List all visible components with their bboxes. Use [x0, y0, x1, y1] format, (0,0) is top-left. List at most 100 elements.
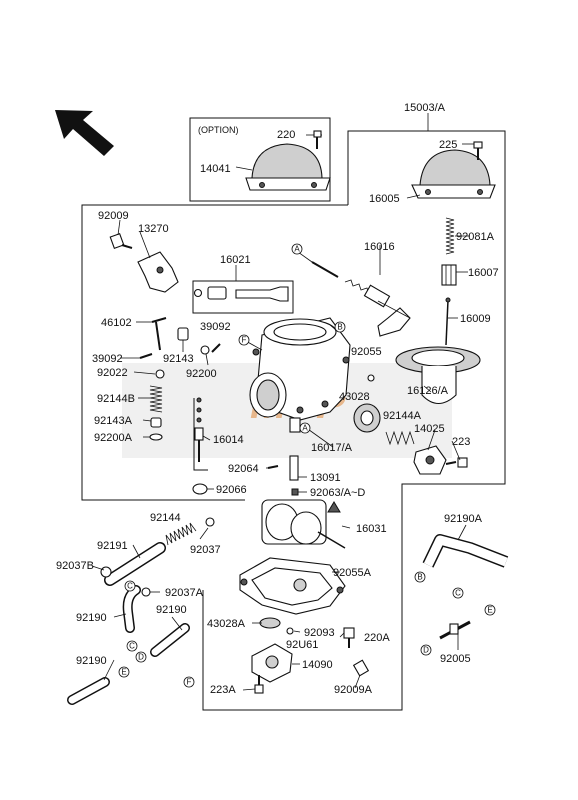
- ref-circle-d2: D: [135, 651, 147, 663]
- plug-92055: [367, 374, 375, 382]
- label-92055: 92055: [351, 346, 382, 358]
- label-16009: 16009: [460, 313, 491, 325]
- spring-92081A: [445, 217, 455, 255]
- label-92190c: 92190: [76, 655, 107, 667]
- leader-lines: [91, 113, 474, 691]
- oring-92200: [200, 345, 210, 355]
- needle-holder-16007: [441, 264, 457, 286]
- label-16014: 16014: [213, 434, 244, 446]
- svg-text:D: D: [423, 646, 429, 655]
- screw-92064: [267, 465, 279, 469]
- label-92005: 92005: [440, 653, 471, 665]
- screw-92009: [109, 232, 133, 250]
- label-14041: 14041: [200, 163, 231, 175]
- label-225: 225: [439, 139, 457, 151]
- label-16007: 16007: [468, 267, 499, 279]
- label-92191: 92191: [97, 540, 128, 552]
- cover-14025: [413, 445, 447, 475]
- oring-92200A: [149, 433, 163, 441]
- diaphragm-43028A: [259, 617, 281, 629]
- ref-circle-f2: F: [183, 676, 195, 688]
- svg-text:C: C: [127, 582, 133, 591]
- label-92063AD: 92063/A~D: [310, 487, 365, 499]
- hose-92190A: [422, 534, 509, 568]
- label-92144: 92144: [150, 512, 181, 524]
- svg-text:F: F: [187, 678, 192, 687]
- label-13270: 13270: [138, 223, 169, 235]
- jet-needle-16009: [445, 297, 451, 346]
- clamp-92037B: [100, 566, 112, 578]
- assembly-frame: [81, 117, 506, 711]
- spring-92144A: [385, 430, 415, 446]
- pin-39092: [139, 353, 153, 359]
- spring-92144B: [149, 385, 163, 413]
- svg-text:B: B: [417, 573, 422, 582]
- label-92200: 92200: [186, 368, 217, 380]
- label-46102: 46102: [101, 317, 132, 329]
- label-15003A: 15003/A: [404, 102, 446, 114]
- svg-text:F: F: [242, 336, 247, 345]
- label-220: 220: [277, 129, 295, 141]
- label-92143: 92143: [163, 353, 194, 365]
- washer-92022: [155, 369, 165, 379]
- label-92009A: 92009A: [334, 684, 373, 696]
- svg-text:A: A: [294, 245, 300, 254]
- label-16016: 16016: [364, 241, 395, 253]
- label-92190b: 92190: [156, 604, 187, 616]
- starter-plunger-16016: [311, 261, 411, 337]
- label-92037: 92037: [190, 544, 221, 556]
- cap-92143: [177, 327, 189, 341]
- label-92037A: 92037A: [165, 587, 204, 599]
- clamp-92037A: [141, 587, 151, 597]
- ref-circle-a2: A: [299, 422, 311, 434]
- label-92200A: 92200A: [94, 432, 133, 444]
- label-16017A: 16017/A: [311, 442, 353, 454]
- screw-92009A: [352, 659, 370, 677]
- float-bowl-14090: [239, 557, 346, 615]
- top-cover-16005: [411, 149, 496, 199]
- label-92U61: 92U61: [286, 639, 318, 651]
- label-39092b: 39092: [92, 353, 123, 365]
- option-label: (OPTION): [198, 125, 239, 135]
- clamp-92037: [205, 517, 215, 527]
- hose-92190b: [150, 623, 190, 657]
- hose-92191: [104, 542, 166, 586]
- label-16031: 16031: [356, 523, 387, 535]
- label-14090: 14090: [302, 659, 333, 671]
- screw-223: [445, 457, 468, 468]
- cap-92143A: [150, 417, 162, 428]
- label-92055A: 92055A: [333, 567, 372, 579]
- adjuster-13091: [289, 455, 299, 481]
- label-43028A: 43028A: [207, 618, 246, 630]
- fitting-92005: [439, 620, 471, 640]
- label-92066: 92066: [216, 484, 247, 496]
- label-43028: 43028: [339, 391, 370, 403]
- label-92144B: 92144B: [97, 393, 135, 405]
- option-frame: [189, 117, 331, 202]
- label-92037B: 92037B: [56, 560, 94, 572]
- label-223: 223: [452, 436, 470, 448]
- lever-13270: [137, 251, 179, 293]
- svg-text:B: B: [337, 323, 342, 332]
- label-16021: 16021: [220, 254, 251, 266]
- screw-220: [306, 130, 322, 149]
- label-92144A: 92144A: [383, 410, 422, 422]
- plug-92063: [291, 488, 299, 496]
- pilot-screw-16021: [193, 286, 289, 302]
- vacuum-piston-16126A: [395, 346, 481, 405]
- cap-92066: [192, 483, 208, 495]
- label-92143A: 92143A: [94, 415, 133, 427]
- needle-group-frame: [192, 280, 294, 314]
- front-direction-arrow-icon: [55, 110, 114, 156]
- label-92190a: 92190: [76, 612, 107, 624]
- svg-text:E: E: [487, 606, 492, 615]
- label-14025: 14025: [414, 423, 445, 435]
- svg-text:D: D: [138, 653, 144, 662]
- oring-92093: [286, 627, 294, 635]
- svg-text:A: A: [302, 424, 308, 433]
- part-number-labels: 15003/A 220 225 14041 16005 92009 13270 …: [56, 102, 499, 696]
- label-223A: 223A: [210, 684, 236, 696]
- spring-92144: [165, 522, 197, 546]
- hose-92190a: [122, 585, 141, 633]
